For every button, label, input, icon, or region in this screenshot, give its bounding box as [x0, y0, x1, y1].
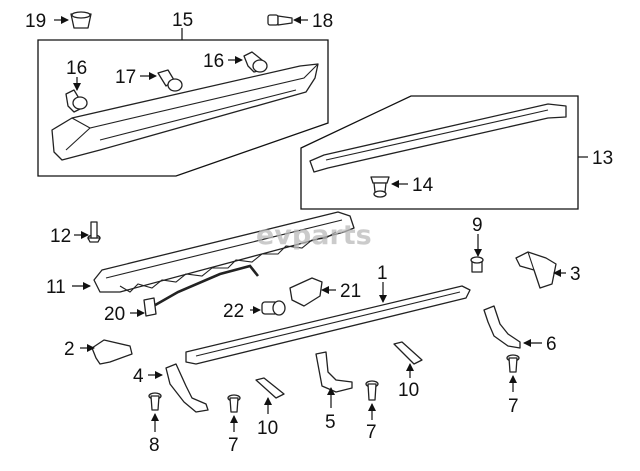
bolt-12-part — [87, 221, 101, 243]
lamp-housing-21-part — [289, 277, 323, 307]
callout-13: 13 — [592, 148, 613, 169]
callout-4: 4 — [133, 366, 144, 387]
clip-16-right-part — [243, 51, 268, 73]
callout-14: 14 — [412, 175, 434, 196]
callout-1: 1 — [377, 263, 388, 284]
pad-10-right-part — [393, 341, 423, 365]
watermark-text: evparts — [256, 220, 372, 251]
callout-labels: 19 15 18 16 17 16 13 14 12 9 3 11 1 21 2… — [25, 10, 613, 456]
under-panel-11-part — [93, 211, 355, 293]
callout-18: 18 — [312, 11, 333, 32]
callout-6: 6 — [546, 334, 557, 355]
bolt-9-part — [470, 256, 484, 273]
callout-7-center: 7 — [366, 422, 377, 443]
callout-10-right: 10 — [398, 380, 419, 401]
callout-16-right: 16 — [203, 51, 224, 72]
clip-14-part — [370, 176, 390, 198]
running-board-1-part — [185, 285, 471, 365]
bracket-6-part — [483, 305, 521, 349]
lamp-22-part — [261, 300, 286, 316]
callout-7-left: 7 — [228, 435, 239, 456]
bolt-7-right-part — [506, 354, 520, 373]
callout-8: 8 — [149, 435, 160, 456]
callout-2: 2 — [64, 339, 75, 360]
frame-13 — [300, 95, 588, 210]
callout-20: 20 — [104, 304, 125, 325]
callout-7-right: 7 — [508, 396, 519, 417]
bracket-5-part — [315, 351, 353, 393]
callout-16-left: 16 — [66, 58, 87, 79]
bracket-4-part — [165, 363, 209, 413]
bolt-7-left-part — [227, 394, 241, 413]
frame-15 — [37, 28, 329, 177]
callout-10-left: 10 — [257, 418, 278, 439]
watermark: evparts — [256, 220, 372, 251]
leader-lines — [54, 16, 566, 432]
callout-22: 22 — [223, 301, 244, 322]
callout-17: 17 — [115, 67, 136, 88]
pad-10-left-part — [255, 377, 285, 399]
bracket-2-part — [91, 339, 133, 365]
callout-5: 5 — [325, 412, 336, 433]
callout-12: 12 — [50, 226, 71, 247]
screw-18-part — [267, 14, 293, 26]
clip-17-part — [157, 69, 183, 92]
callout-3: 3 — [570, 264, 581, 285]
clip-16-left-part — [65, 89, 88, 113]
callout-9: 9 — [472, 215, 483, 236]
bolt-7-center-part — [365, 380, 379, 401]
callout-19: 19 — [25, 11, 46, 32]
bolt-8-part — [148, 392, 162, 411]
callout-21: 21 — [340, 281, 361, 302]
upper-molding-part — [309, 103, 567, 173]
callout-15: 15 — [172, 10, 193, 31]
brace-20-part — [143, 264, 260, 317]
rocker-molding-part — [51, 63, 319, 161]
callout-11: 11 — [46, 277, 66, 298]
bracket-3-part — [515, 251, 557, 289]
nut-19-part — [70, 11, 92, 29]
